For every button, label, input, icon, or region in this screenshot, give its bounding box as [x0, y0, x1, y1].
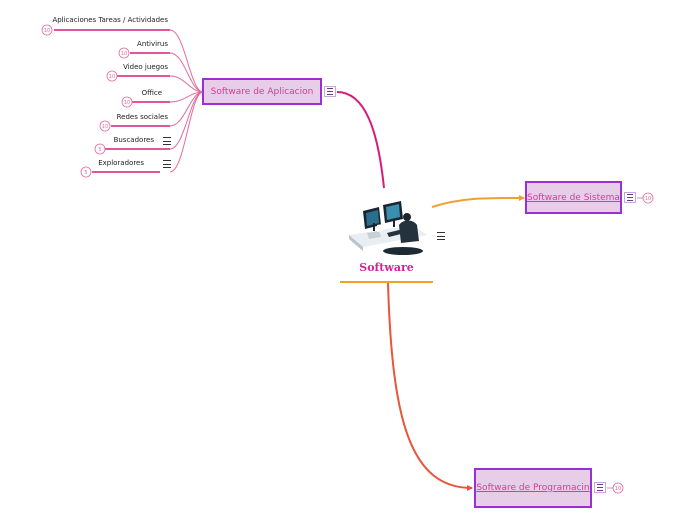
badge-programacion: 10 [615, 486, 621, 492]
leaf-buscadores[interactable]: Buscadores [113, 136, 154, 144]
connector-aplicacion [336, 91, 385, 189]
leaf-video-juegos[interactable]: Video juegos [123, 63, 168, 71]
connector-programacion [387, 282, 473, 489]
arrow-programacion [467, 485, 473, 491]
note-icon-sistema[interactable] [624, 192, 636, 203]
leaf-aplicaciones-tareas[interactable]: Aplicaciones Tareas / Actividades [52, 16, 168, 24]
note-icon-exploradores[interactable] [163, 160, 171, 168]
badge-6: 5 [98, 147, 101, 153]
central-topic-title[interactable]: Software [359, 261, 414, 274]
badge-5: 10 [102, 124, 108, 130]
computer-desk-illustration [343, 195, 431, 257]
central-illustration [343, 195, 431, 257]
connector-sistema [431, 197, 525, 208]
note-icon-aplicacion[interactable] [324, 86, 336, 97]
leaf-redes-sociales[interactable]: Redes sociales [116, 113, 168, 121]
node-label-aplicacion: Software de Aplicacion [210, 86, 314, 97]
badge-4: 10 [124, 100, 130, 106]
note-icon-central[interactable] [437, 232, 445, 240]
badge-7: 5 [84, 170, 87, 176]
note-icon-programacion[interactable] [594, 482, 606, 493]
node-software-sistema[interactable]: Software de Sistema [525, 181, 622, 214]
arrow-sistema [519, 195, 525, 201]
note-icon-buscadores[interactable] [163, 137, 171, 145]
central-underline [340, 281, 433, 283]
leaf-antivirus[interactable]: Antivirus [137, 40, 168, 48]
badge-3: 10 [109, 74, 115, 80]
node-label-programacion: Software de Programacin [476, 483, 590, 493]
leaf-office[interactable]: Office [141, 89, 162, 97]
badge-1: 10 [44, 28, 50, 34]
badge-2: 10 [121, 51, 127, 57]
node-software-programacion[interactable]: Software de Programacin [474, 468, 592, 508]
leaf-exploradores[interactable]: Exploradores [98, 159, 144, 167]
node-label-sistema: Software de Sistema [527, 192, 620, 203]
badge-sistema: 10 [645, 196, 651, 202]
node-software-aplicacion[interactable]: Software de Aplicacion [202, 78, 322, 105]
